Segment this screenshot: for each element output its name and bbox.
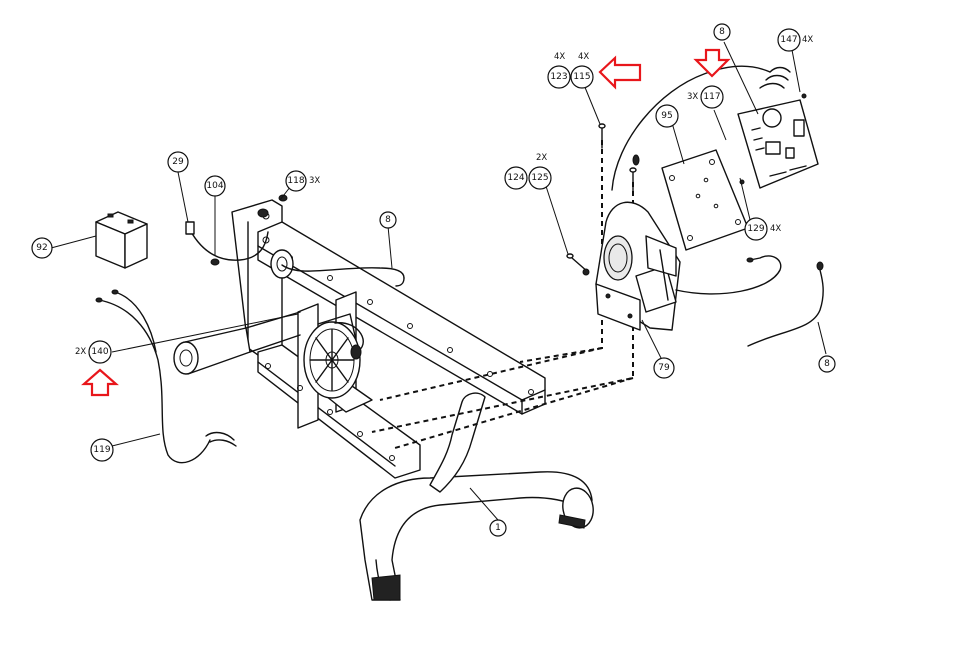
callout-qty: 4X xyxy=(802,35,813,45)
battery-pack xyxy=(95,211,148,269)
callout-label: 119 xyxy=(93,445,110,455)
callout-label: 104 xyxy=(206,181,223,191)
callout-label: 79 xyxy=(658,363,670,373)
callout-label: 147 xyxy=(780,35,797,45)
callout-115: 115 4X xyxy=(570,52,594,89)
callout-qty: 3X xyxy=(687,92,698,102)
callout-1: 1 xyxy=(489,519,507,537)
callout-qty: 2X xyxy=(536,153,547,163)
base-frame xyxy=(359,392,594,601)
callout-119: 119 xyxy=(90,438,114,462)
leader-lines xyxy=(50,41,827,521)
callout-95: 95 xyxy=(655,104,679,128)
callout-label: 1 xyxy=(495,523,501,533)
control-board xyxy=(737,93,819,189)
callout-label: 8 xyxy=(385,215,391,225)
callout-123: 123 4X xyxy=(547,52,571,89)
highlight-arrow-up-icon xyxy=(81,368,119,397)
mounting-plate xyxy=(661,149,749,251)
callout-147: 147 4X xyxy=(777,28,813,52)
callout-qty: 2X xyxy=(75,347,86,357)
wire-8-frame xyxy=(281,264,405,287)
callout-8-board: 8 xyxy=(713,23,731,41)
wiring-harness-left xyxy=(95,221,269,464)
callout-label: 129 xyxy=(747,224,764,234)
callout-label: 124 xyxy=(507,173,524,183)
callout-label: 125 xyxy=(531,173,548,183)
callout-label: 140 xyxy=(91,347,108,357)
highlight-arrow-down-icon xyxy=(693,48,731,78)
callout-qty: 4X xyxy=(578,52,589,62)
callout-label: 123 xyxy=(550,72,567,82)
arrow-up-icon xyxy=(81,368,119,397)
arrow-down-icon xyxy=(693,48,731,78)
front-roller xyxy=(173,311,301,375)
callout-124: 124 xyxy=(504,166,528,190)
drive-pulley xyxy=(303,313,364,399)
highlight-arrow-left-icon xyxy=(598,55,642,90)
callout-125: 125 2X xyxy=(528,153,552,190)
callout-79: 79 xyxy=(653,357,675,379)
arrow-left-icon xyxy=(598,55,642,90)
wiring-harness-right xyxy=(611,65,824,347)
callout-qty: 4X xyxy=(770,224,781,234)
callout-117: 117 3X xyxy=(687,85,724,109)
callout-qty: 3X xyxy=(309,176,320,186)
bolts xyxy=(566,123,637,276)
callout-8-frame: 8 xyxy=(379,211,397,229)
callout-label: 95 xyxy=(661,111,672,121)
callout-92: 92 xyxy=(31,237,53,259)
callout-140: 140 2X xyxy=(75,340,112,364)
callout-qty: 4X xyxy=(554,52,565,62)
callout-label: 92 xyxy=(36,243,47,253)
callout-label: 117 xyxy=(703,92,720,102)
callout-118: 118 3X xyxy=(285,170,320,192)
main-frame xyxy=(231,194,546,479)
callout-label: 115 xyxy=(573,72,590,82)
callout-label: 8 xyxy=(824,359,830,369)
callout-8-lower: 8 xyxy=(818,355,836,373)
callout-label: 118 xyxy=(287,176,304,186)
callout-label: 8 xyxy=(719,27,725,37)
motor-bracket xyxy=(595,201,681,331)
callout-104: 104 xyxy=(204,175,226,197)
callout-label: 29 xyxy=(172,157,184,167)
callout-29: 29 xyxy=(167,151,189,173)
callout-129: 129 4X xyxy=(744,217,781,241)
